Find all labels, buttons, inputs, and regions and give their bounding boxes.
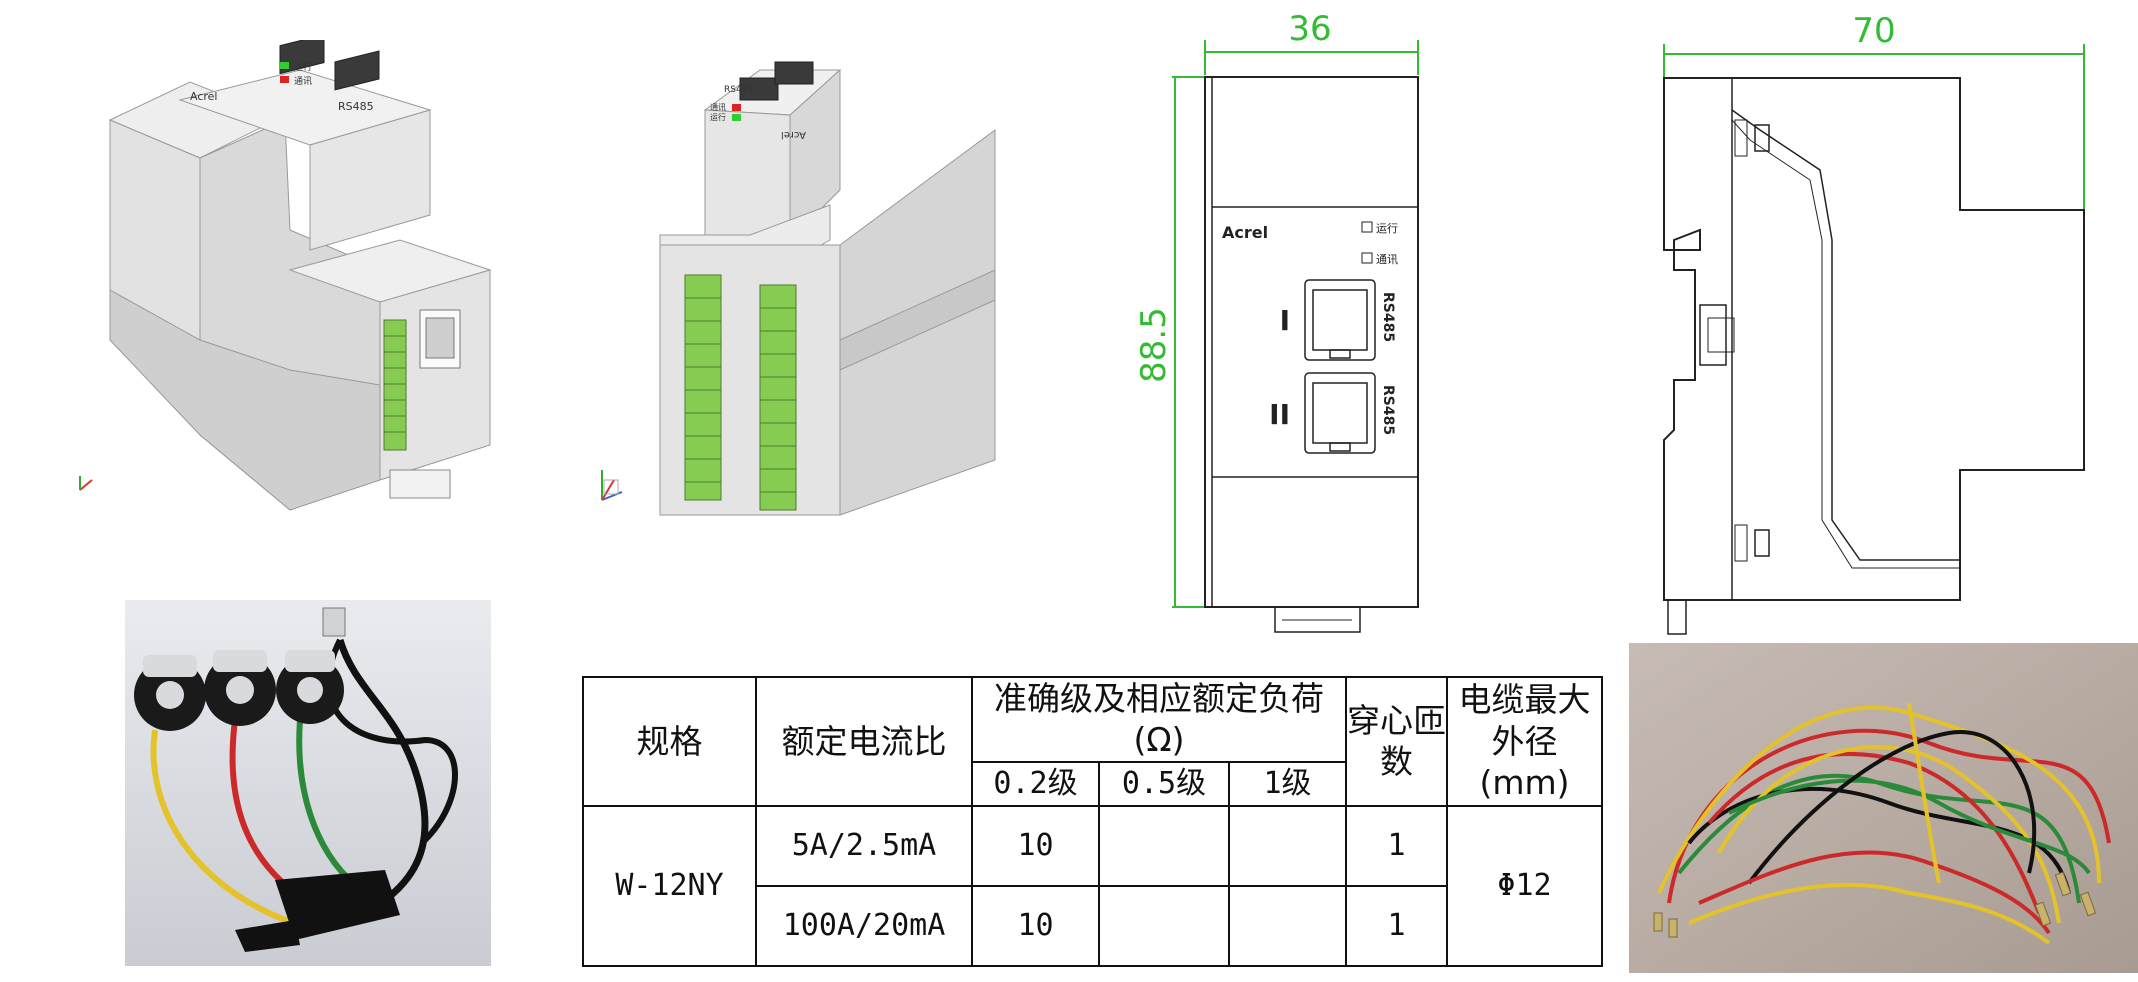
module-render-left: Acrel RS485 运行 通讯 xyxy=(79,40,492,511)
render1-brand: Acrel xyxy=(190,90,217,103)
wire-bundle-photo xyxy=(1629,643,2138,973)
current-transformer-photo xyxy=(125,600,491,966)
header-spec: 规格 xyxy=(582,676,757,807)
cell-class-1 xyxy=(1228,804,1347,887)
front-width-label: 36 xyxy=(1288,9,1331,49)
header-turns: 穿心匝数 xyxy=(1345,676,1448,807)
table-row: 100A/20mA 10 1 xyxy=(583,884,1602,967)
cell-class-05 xyxy=(1098,804,1230,887)
axis-triad-icon xyxy=(79,476,93,491)
cell-model: W-12NY xyxy=(582,804,757,967)
axis-triad-icon xyxy=(601,470,623,501)
header-accuracy-group: 准确级及相应额定负荷(Ω) xyxy=(971,676,1347,763)
cell-class-02: 10 xyxy=(971,804,1100,887)
front-led-comm: 通讯 xyxy=(1376,253,1398,266)
front-view-drawing: 36 88.5 Acrel 运行 通讯 I RS485 II RS485 xyxy=(1134,9,1419,633)
render1-led-comm: 通讯 xyxy=(294,76,312,87)
table-header-row: 规格 额定电流比 准确级及相应额定负荷(Ω) 穿心匝数 电缆最大外径(mm) xyxy=(582,676,1603,807)
front-led-run: 运行 xyxy=(1376,222,1398,235)
render1-led-run: 运行 xyxy=(294,61,312,73)
table-row: W-12NY 5A/2.5mA 10 1 Φ12 xyxy=(582,804,1603,967)
front-port-2-numeral: II xyxy=(1269,398,1290,431)
cell-diameter: Φ12 xyxy=(1446,804,1603,967)
front-port-2-label: RS485 xyxy=(1380,385,1396,435)
header-class-05: 0.5级 xyxy=(1098,760,1230,807)
rj45-port-2-icon xyxy=(1304,372,1376,454)
front-height-label: 88.5 xyxy=(1134,307,1174,383)
ct-ring-icon xyxy=(276,650,344,724)
render2-brand: Acrel xyxy=(781,129,806,140)
cell-ratio: 100A/20mA xyxy=(755,884,973,967)
front-brand: Acrel xyxy=(1222,223,1268,242)
cell-class-1 xyxy=(1228,884,1347,967)
table-subheader-row: 0.2级 0.5级 1级 xyxy=(583,760,1602,807)
render2-led-comm: 通讯 xyxy=(710,102,726,112)
width-dimension xyxy=(1204,40,1419,75)
rj45-port-1-icon xyxy=(1304,279,1376,361)
spec-table: 规格 额定电流比 准确级及相应额定负荷(Ω) 穿心匝数 电缆最大外径(mm) 0… xyxy=(582,676,1603,967)
ct-ring-icon xyxy=(204,650,276,726)
cell-class-05 xyxy=(1098,884,1230,967)
module-render-right: Acrel RS485 通讯 运行 xyxy=(601,61,996,516)
cell-turns: 1 xyxy=(1345,884,1448,967)
side-width-label: 70 xyxy=(1852,11,1895,51)
header-rated-ratio: 额定电流比 xyxy=(755,676,973,807)
front-port-1-numeral: I xyxy=(1280,304,1290,337)
render2-port-label: RS485 xyxy=(724,85,753,95)
header-class-02: 0.2级 xyxy=(971,760,1100,807)
side-width-dimension xyxy=(1663,44,2085,210)
header-class-1: 1级 xyxy=(1228,760,1347,807)
cell-ratio: 5A/2.5mA xyxy=(755,804,973,887)
render2-led-run: 运行 xyxy=(710,112,726,122)
ct-ring-icon xyxy=(134,655,206,731)
cell-class-02: 10 xyxy=(971,884,1100,967)
render1-port-label: RS485 xyxy=(338,100,374,113)
side-view-drawing: 70 xyxy=(1663,11,2085,635)
header-cable-diameter: 电缆最大外径(mm) xyxy=(1446,676,1603,807)
height-dimension xyxy=(1172,76,1205,608)
front-port-1-label: RS485 xyxy=(1380,292,1396,342)
cell-turns: 1 xyxy=(1345,804,1448,887)
